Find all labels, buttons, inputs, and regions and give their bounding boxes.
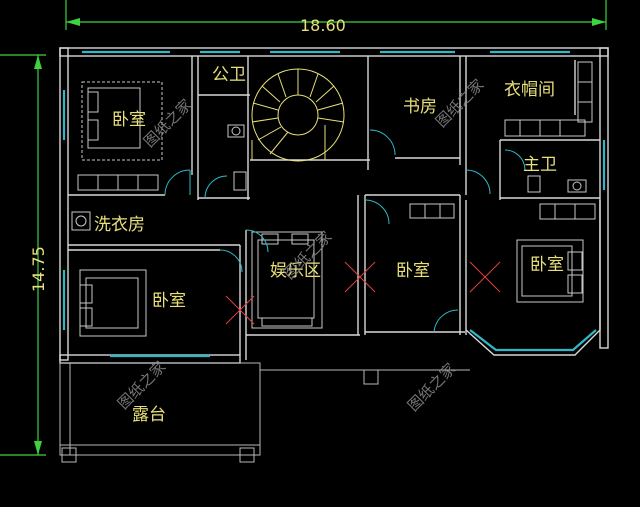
watermark: 图纸之家	[140, 96, 195, 151]
room-label-terrace: 露台	[132, 405, 166, 425]
room-label-master-bath: 主卫	[523, 155, 557, 175]
dimension-height: 14.75	[0, 54, 48, 456]
room-label-bedroom-w: 卧室	[152, 291, 186, 311]
bay-window	[465, 200, 601, 356]
room-label-bedroom-nw: 卧室	[112, 110, 146, 130]
bath-fixtures	[71, 124, 587, 231]
light-fixtures	[225, 261, 501, 325]
room-label-public-bath: 公卫	[212, 65, 246, 85]
bed-w	[79, 269, 210, 358]
room-label-closet: 衣帽间	[504, 80, 555, 100]
room-label-bedroom-e: 卧室	[530, 255, 564, 275]
sofa-set	[251, 231, 323, 329]
height-label: 14.75	[29, 246, 48, 292]
doors	[164, 129, 526, 333]
bed-e	[516, 203, 596, 303]
room-label-laundry: 洗衣房	[94, 215, 145, 235]
room-label-study: 书房	[403, 97, 437, 117]
room-label-bedroom-center: 卧室	[396, 261, 430, 281]
interior-walls	[68, 56, 600, 360]
terrace-area	[59, 362, 470, 463]
room-label-entertainment: 娱乐区	[270, 261, 321, 281]
dimension-width: 18.60	[65, 0, 607, 35]
width-label: 18.60	[300, 16, 346, 35]
watermark: 图纸之家	[404, 360, 459, 415]
spiral-stair	[251, 68, 345, 162]
cabinets	[409, 61, 593, 219]
bed-nw	[77, 81, 163, 191]
